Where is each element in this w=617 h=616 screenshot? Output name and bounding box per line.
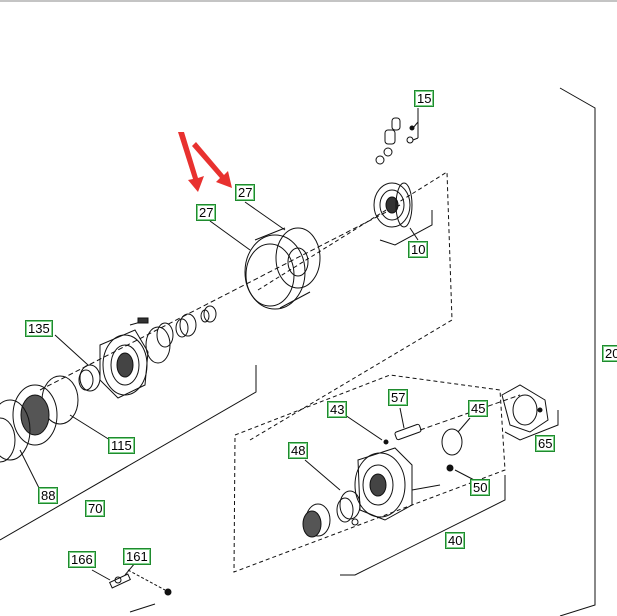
- callout-65: 65: [535, 435, 556, 452]
- callout-135: 135: [25, 320, 53, 337]
- leader-166: [91, 569, 111, 581]
- part-88-gear: [0, 384, 58, 463]
- bracket-65: [504, 410, 559, 441]
- leader-135: [54, 334, 89, 366]
- part-15-fittings: [375, 108, 419, 165]
- leader-45: [457, 417, 471, 433]
- bracket-70: [0, 365, 257, 541]
- part-135: [78, 364, 101, 392]
- part-65-plate: [501, 384, 549, 433]
- part-45-oring: [441, 428, 463, 456]
- callout-45: 45: [468, 400, 489, 417]
- center-axis: [39, 204, 401, 391]
- callout-70: 70: [85, 500, 106, 517]
- callout-115: 115: [108, 437, 135, 454]
- part-flange-housing: [99, 329, 149, 399]
- callout-15: 15: [414, 90, 435, 107]
- callout-27-left: 27: [196, 204, 217, 221]
- callout-88: 88: [38, 487, 59, 504]
- callout-50: 50: [470, 479, 491, 496]
- leader-27-right: [244, 201, 286, 231]
- dashed-group-upper: [249, 171, 453, 441]
- red-arrow-right: [192, 142, 232, 188]
- leader-43: [344, 414, 383, 441]
- assembly-bracket-20: [559, 87, 596, 616]
- part-40-housing: [354, 447, 441, 521]
- part-48-spring: [302, 490, 361, 538]
- callout-43: 43: [327, 401, 348, 418]
- dashed-group-lower: [233, 374, 506, 573]
- callout-20: 20: [602, 345, 617, 362]
- callout-48: 48: [288, 442, 309, 459]
- leader-27-left: [209, 220, 251, 251]
- leader-161: [124, 562, 136, 576]
- callout-161: 161: [123, 548, 151, 565]
- callout-10: 10: [408, 241, 429, 258]
- bracket-40: [340, 475, 506, 576]
- leader-10: [409, 227, 419, 241]
- leader-115: [69, 414, 111, 441]
- part-161-166: [109, 569, 172, 613]
- red-arrow-left: [178, 132, 204, 192]
- callout-166: 166: [68, 551, 96, 568]
- callout-27-right: 27: [235, 184, 256, 201]
- part-10-bearing: [373, 182, 413, 228]
- callout-40: 40: [445, 532, 466, 549]
- part-43: [383, 439, 389, 445]
- callout-57: 57: [388, 389, 409, 406]
- leader-48: [304, 459, 341, 491]
- leader-88: [19, 449, 41, 491]
- part-50: [446, 464, 454, 472]
- bracket-10: [379, 210, 433, 246]
- part-57-fitting: [394, 407, 422, 441]
- part-27-housing-rings: [244, 227, 321, 310]
- small-seals: [129, 305, 217, 364]
